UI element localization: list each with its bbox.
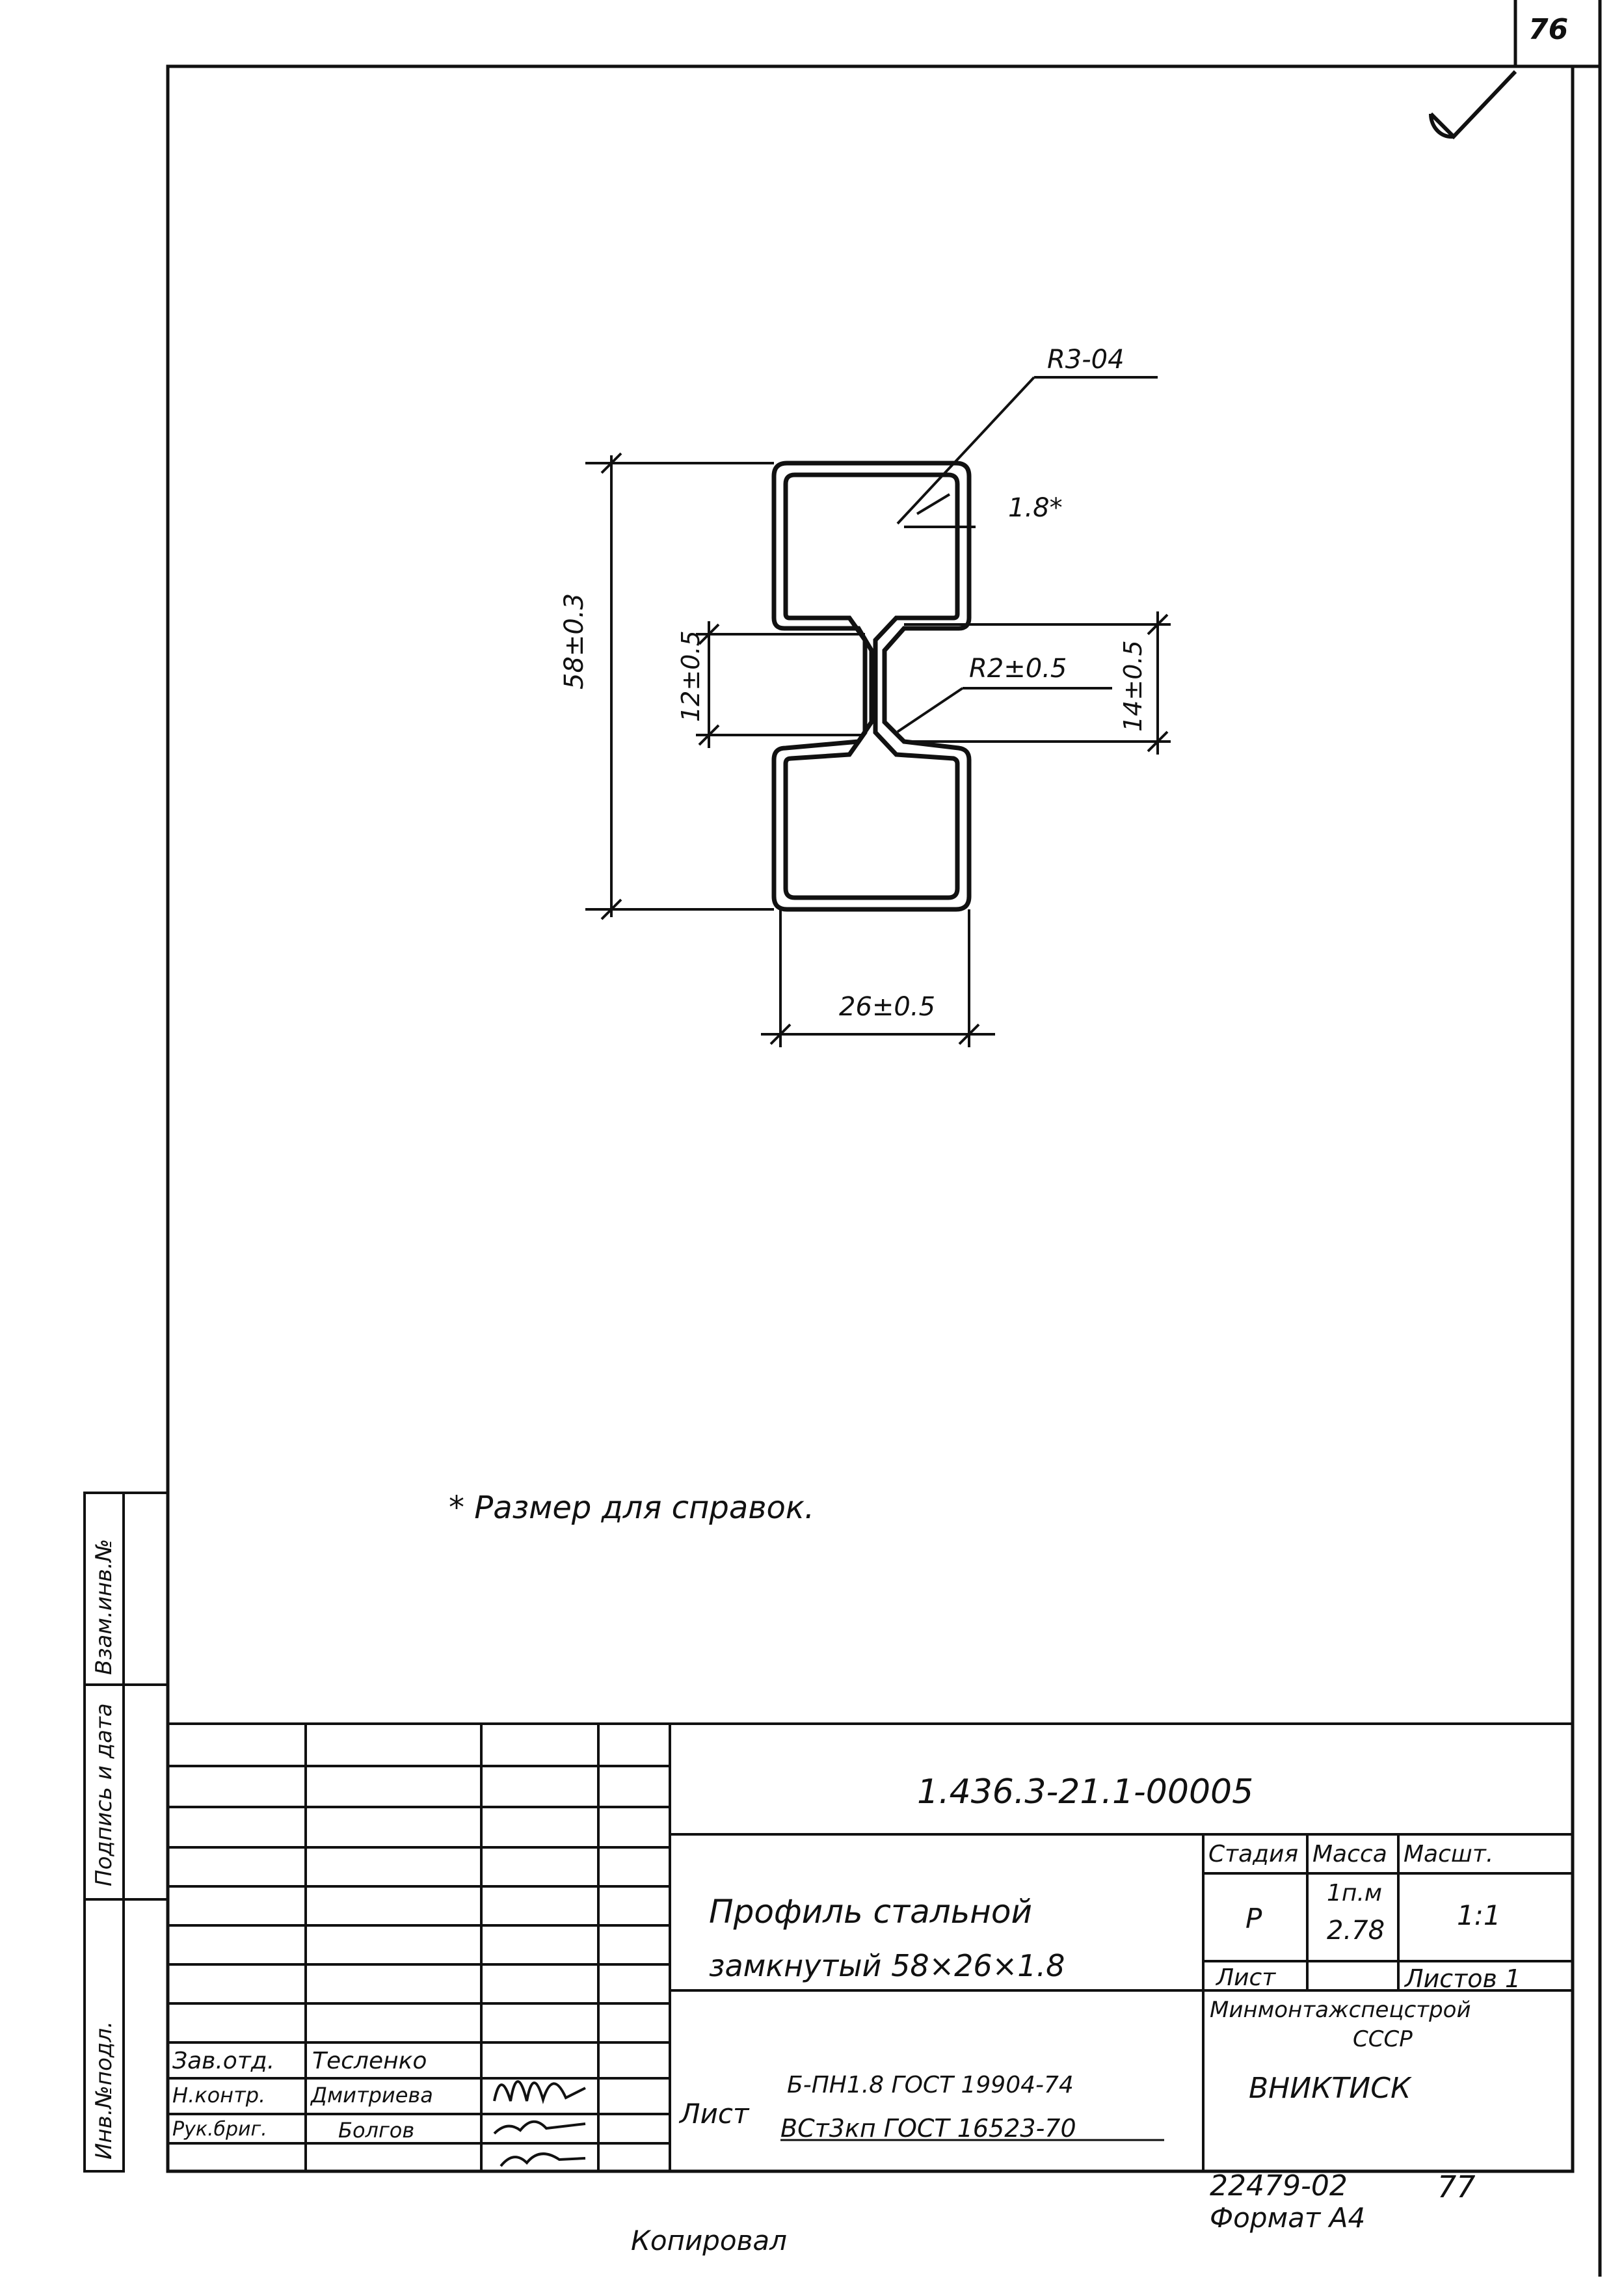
material-bottom: ВСт3кп ГОСТ 16523-70	[780, 2114, 1076, 2143]
document-code: 1.436.3-21.1-00005	[917, 1773, 1254, 1812]
title-block-grid	[168, 1722, 1573, 2171]
signature-scribbles	[493, 2080, 586, 2167]
title-name-line1: Профиль стальной	[709, 1893, 1032, 1931]
format-label: Формат А4	[1210, 2202, 1366, 2234]
title-name-line2: замкнутый 58×26×1.8	[709, 1948, 1065, 1983]
org-line2: СССР	[1353, 2026, 1413, 2052]
side-stamp-sign-date: Подпись и дата	[91, 1703, 117, 1886]
scale-value: 1:1	[1457, 1899, 1501, 1931]
col-mass-label: Масса	[1312, 1841, 1387, 1867]
archive-number: 22479-02	[1210, 2169, 1348, 2202]
col-scale-label: Масшт.	[1404, 1841, 1494, 1867]
role-2: Н.контр.	[172, 2083, 266, 2108]
col-stage-label: Стадия	[1208, 1841, 1299, 1867]
material-top: Б-ПН1.8 ГОСТ 19904-74	[787, 2072, 1074, 2098]
dim-right-gap: 14±0.5	[1119, 640, 1147, 732]
org-line1: Минмонтажспецстрой	[1210, 1997, 1471, 2023]
sheet-number: 76	[1528, 13, 1569, 46]
role-1: Зав.отд.	[172, 2048, 275, 2074]
dim-left-gap: 12±0.5	[676, 630, 705, 722]
dim-height: 58±0.3	[559, 593, 589, 689]
stage-value: Р	[1245, 1903, 1262, 1934]
reference-note: * Размер для справок.	[449, 1490, 815, 1526]
dim-thickness: 1.8*	[1008, 493, 1063, 523]
mass-unit: 1п.м	[1327, 1880, 1383, 1907]
page-number: 77	[1437, 2169, 1476, 2204]
side-stamp-vzam-inv: Взам.инв.№	[91, 1538, 117, 1675]
copied-label: Копировал	[631, 2225, 787, 2256]
sheet-number-box	[1513, 0, 1600, 68]
dim-width: 26±0.5	[839, 992, 936, 1022]
material-prefix: Лист	[680, 2098, 749, 2130]
roughness-check-icon	[1429, 70, 1517, 140]
dim-radius-corner: R3-04	[1047, 345, 1125, 375]
inner-frame	[166, 64, 1575, 2173]
sheet-label: Лист	[1216, 1964, 1276, 1991]
side-stamp-lines	[83, 1492, 168, 2173]
role-2-name: Дмитриева	[311, 2083, 433, 2108]
role-3-name: Болгов	[338, 2118, 415, 2143]
side-stamp-inv-orig: Инв.№подл.	[91, 2021, 117, 2160]
sheets-label: Листов 1	[1405, 1964, 1521, 1993]
dimension-lines	[585, 376, 1171, 1047]
role-3: Рук.бриг.	[172, 2118, 267, 2141]
mass-value: 2.78	[1327, 1916, 1385, 1946]
profile-outline	[771, 461, 972, 912]
role-1-name: Тесленко	[312, 2048, 427, 2074]
org-line3: ВНИКТИСК	[1249, 2072, 1411, 2105]
dim-inner-radius: R2±0.5	[969, 654, 1067, 684]
